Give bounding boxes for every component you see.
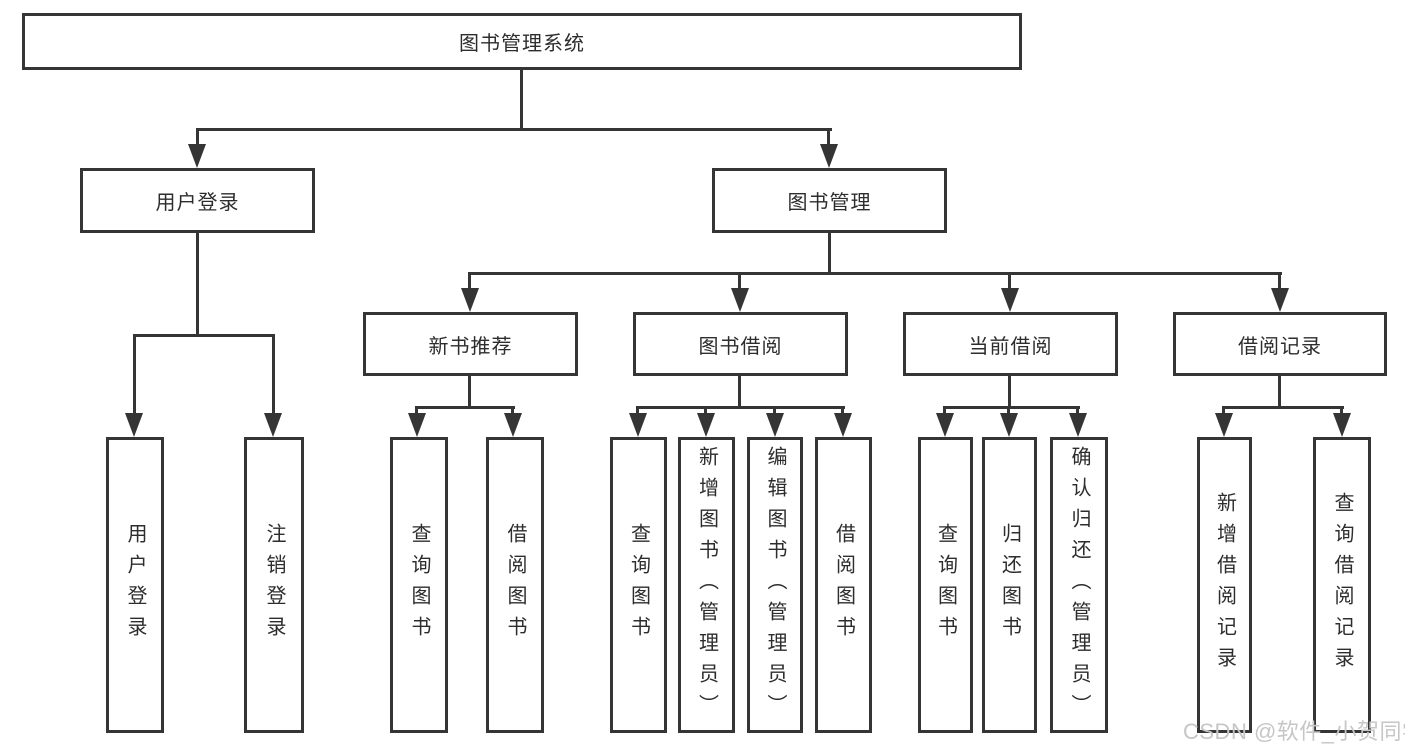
leaf-query-borrow-record-label: 查询借阅记录: [1331, 492, 1353, 678]
connector-line: [738, 272, 741, 290]
connector-line: [1222, 406, 1344, 409]
connector-line: [943, 406, 1080, 409]
node-borrow-record: 借阅记录: [1173, 312, 1387, 376]
leaf-query-book-3: 查询图书: [918, 437, 973, 733]
leaf-logout: 注销登录: [244, 437, 304, 733]
arrow-down-icon: [1000, 413, 1018, 437]
connector-line: [636, 406, 845, 409]
connector-line: [636, 406, 639, 416]
connector-line: [1008, 272, 1011, 290]
leaf-query-book-1-label: 查询图书: [408, 523, 430, 647]
arrow-down-icon: [1271, 288, 1289, 312]
leaf-add-borrow-record: 新增借阅记录: [1197, 437, 1252, 733]
node-current-borrow: 当前借阅: [903, 312, 1118, 376]
leaf-user-login: 用户登录: [106, 437, 164, 733]
leaf-query-book-1: 查询图书: [390, 437, 448, 733]
arrow-down-icon: [629, 413, 647, 437]
leaf-add-book-admin-label: 新增图书（管理员）: [695, 445, 718, 725]
connector-line: [133, 334, 275, 337]
node-new-book-recommend-label: 新书推荐: [428, 335, 513, 358]
connector-line: [1076, 406, 1079, 416]
connector-line: [468, 272, 471, 290]
connector-line: [468, 376, 471, 409]
connector-line: [272, 334, 275, 414]
node-book-management-label: 图书管理: [787, 192, 872, 214]
arrow-down-icon: [1069, 413, 1087, 437]
leaf-add-borrow-record-label: 新增借阅记录: [1213, 492, 1236, 678]
leaf-confirm-return-admin: 确认归还（管理员）: [1050, 437, 1108, 733]
connector-line: [511, 406, 514, 416]
connector-line: [520, 70, 523, 130]
leaf-query-book-2: 查询图书: [610, 437, 667, 733]
arrow-down-icon: [731, 288, 749, 312]
node-user-login-label: 用户登录: [155, 192, 240, 214]
arrow-down-icon: [1001, 288, 1019, 312]
leaf-query-book-3-label: 查询图书: [934, 523, 957, 647]
watermark: CSDN @软件_小贺同学: [1183, 719, 1405, 744]
connector-line: [704, 406, 707, 416]
leaf-borrow-book-2: 借阅图书: [815, 437, 872, 733]
arrow-down-icon: [504, 413, 522, 437]
leaf-query-borrow-record: 查询借阅记录: [1313, 437, 1371, 733]
arrow-down-icon: [820, 144, 838, 168]
arrow-down-icon: [936, 413, 954, 437]
arrow-down-icon: [1215, 413, 1233, 437]
connector-line: [415, 406, 418, 416]
node-book-borrow: 图书借阅: [633, 312, 848, 376]
arrow-down-icon: [697, 413, 715, 437]
leaf-edit-book-admin: 编辑图书（管理员）: [747, 437, 803, 733]
leaf-return-book: 归还图书: [982, 437, 1037, 733]
connector-line: [841, 406, 844, 416]
arrow-down-icon: [188, 144, 206, 168]
connector-line: [1278, 272, 1281, 290]
leaf-edit-book-admin-label: 编辑图书（管理员）: [764, 445, 786, 725]
leaf-borrow-book-1-label: 借阅图书: [504, 523, 526, 647]
connector-line: [1008, 376, 1011, 409]
connector-line: [773, 406, 776, 416]
connector-line: [196, 128, 199, 146]
leaf-return-book-label: 归还图书: [998, 523, 1021, 647]
connector-line: [1278, 376, 1281, 409]
node-book-management: 图书管理: [712, 168, 947, 233]
leaf-query-book-2-label: 查询图书: [627, 523, 650, 647]
arrow-down-icon: [264, 413, 282, 437]
leaf-add-book-admin: 新增图书（管理员）: [678, 437, 735, 733]
connector-line: [469, 272, 1282, 275]
arrow-down-icon: [1333, 413, 1351, 437]
connector-line: [415, 406, 515, 409]
connector-line: [1007, 406, 1010, 416]
node-root: 图书管理系统: [22, 13, 1022, 70]
arrow-down-icon: [461, 288, 479, 312]
connector-line: [196, 233, 199, 337]
connector-line: [943, 406, 946, 416]
node-book-borrow-label: 图书借阅: [698, 335, 783, 358]
arrow-down-icon: [834, 413, 852, 437]
node-borrow-record-label: 借阅记录: [1238, 335, 1322, 358]
leaf-confirm-return-admin-label: 确认归还（管理员）: [1068, 445, 1090, 725]
node-user-login: 用户登录: [80, 168, 315, 233]
connector-line: [1222, 406, 1225, 416]
leaf-user-login-label: 用户登录: [124, 523, 146, 647]
node-root-label: 图书管理系统: [459, 33, 585, 55]
leaf-logout-label: 注销登录: [263, 523, 285, 647]
arrow-down-icon: [766, 413, 784, 437]
leaf-borrow-book-1: 借阅图书: [486, 437, 544, 733]
connector-line: [1340, 406, 1343, 416]
connector-line: [828, 233, 831, 275]
connector-line: [196, 128, 832, 131]
connector-line: [827, 128, 830, 146]
node-new-book-recommend: 新书推荐: [363, 312, 578, 376]
leaf-borrow-book-2-label: 借阅图书: [832, 523, 855, 647]
node-current-borrow-label: 当前借阅: [968, 335, 1053, 358]
arrow-down-icon: [408, 413, 426, 437]
arrow-down-icon: [125, 413, 143, 437]
connector-line: [133, 334, 136, 414]
connector-line: [738, 376, 741, 409]
